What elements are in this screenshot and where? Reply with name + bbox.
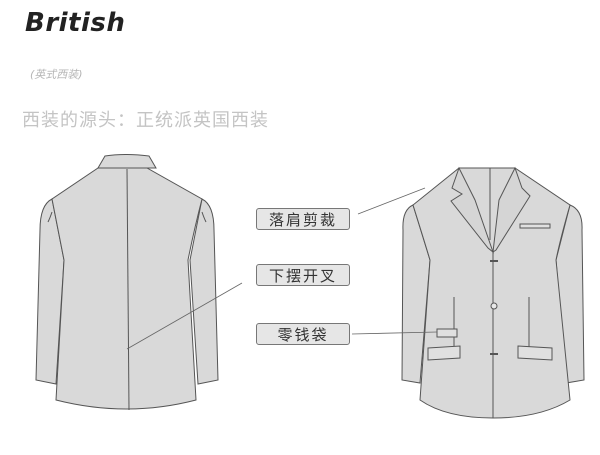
- jacket-back-figure: [35, 154, 219, 411]
- subtitle: (英式西装): [30, 68, 83, 81]
- page-title: British: [25, 8, 126, 38]
- jacket-front-figure: [401, 166, 585, 419]
- tagline: 西装的源头：正统派英国西装: [22, 110, 269, 131]
- callout-drop-shoulder: 落肩剪裁: [256, 208, 350, 230]
- callout-ticket-pocket: 零钱袋: [256, 323, 350, 345]
- callout-back-vent: 下摆开叉: [256, 264, 350, 286]
- leader-lines: [126, 187, 438, 350]
